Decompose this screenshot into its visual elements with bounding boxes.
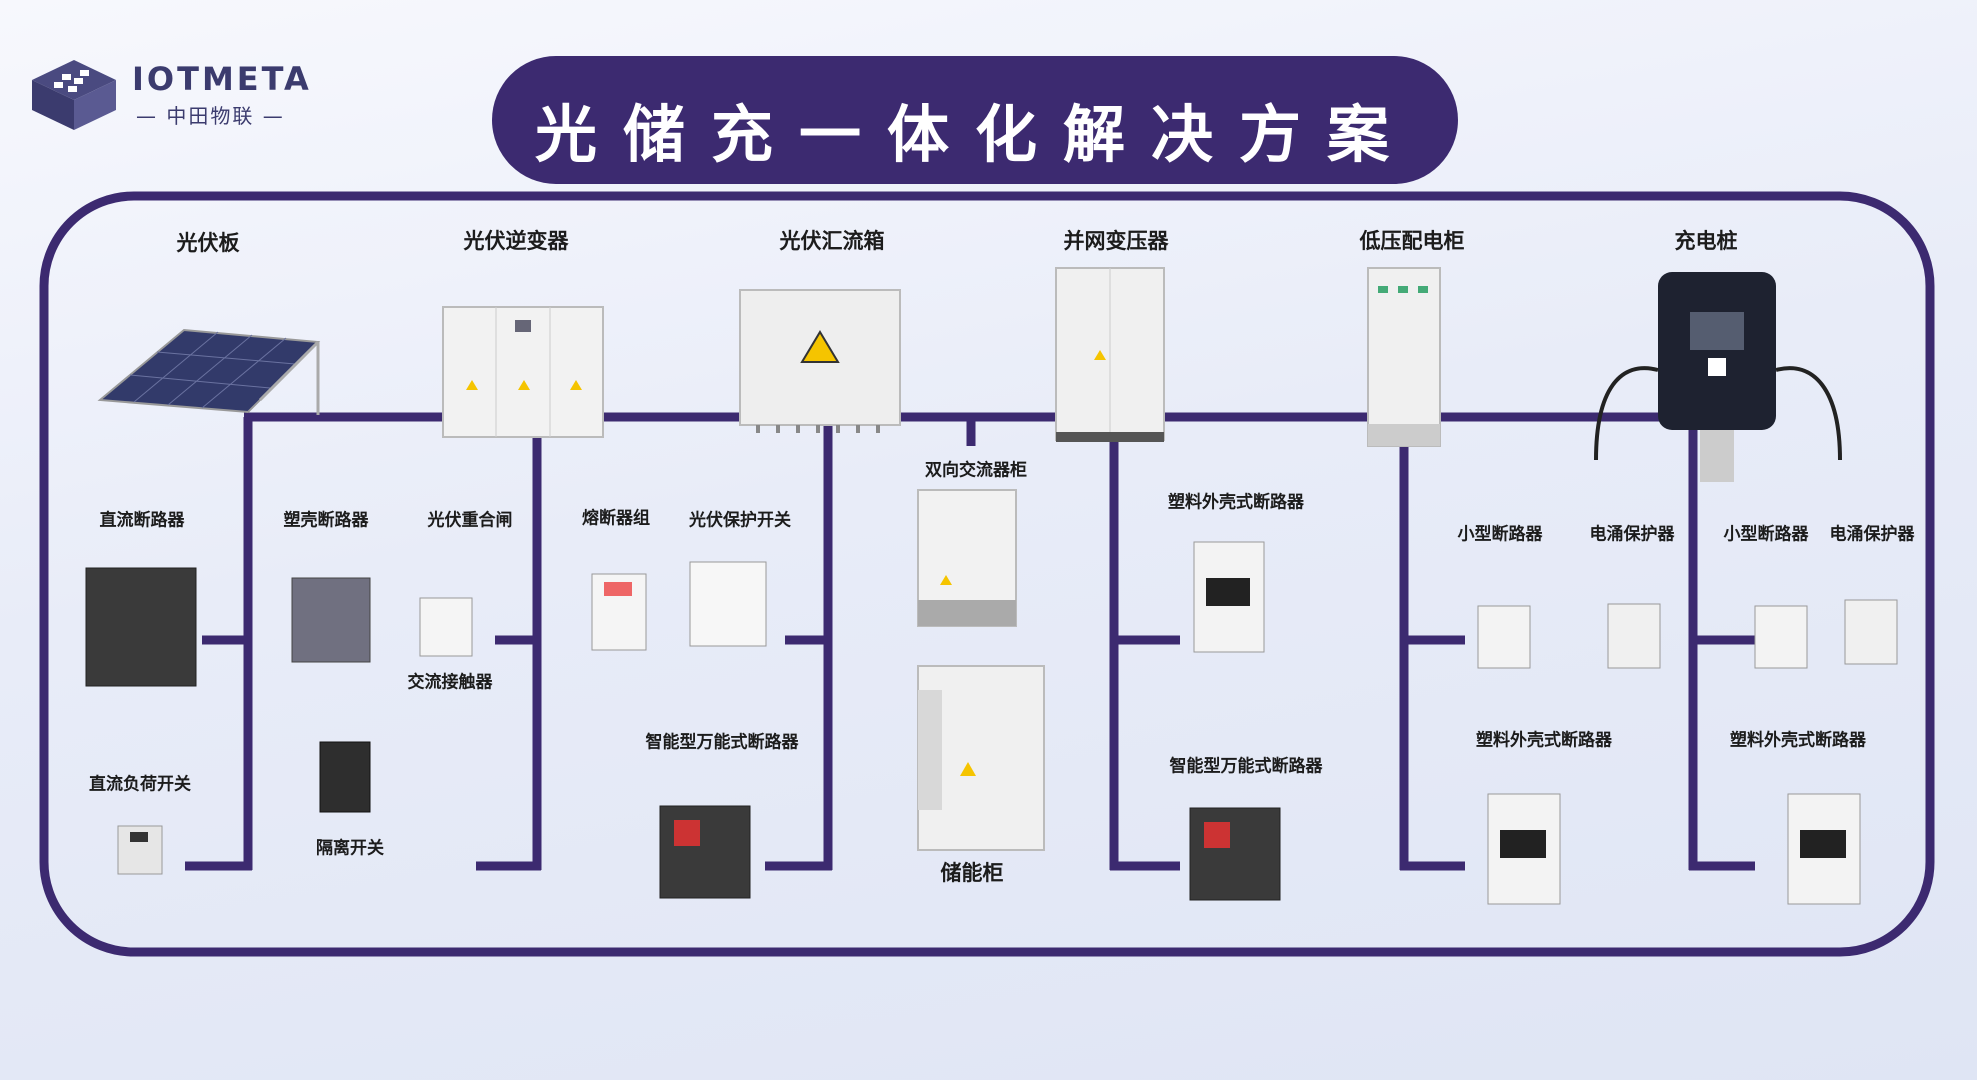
mcb-1-icon [1477,605,1531,669]
brand-subtitle: — 中田物联 — [136,104,285,128]
category-lv-cabinet: 低压配电柜 [1359,229,1465,253]
isolation-switch-icon [319,741,371,813]
category-pv-panel: 光伏板 [176,231,240,255]
page-title: 光储充一体化解决方案 [534,98,1415,171]
dc-load-switch-icon [117,825,163,875]
label-bidirectional-converter: 双向交流器柜 [925,460,1027,481]
transformer-cabinet-icon [1055,267,1165,442]
label-mcb-2: 小型断路器 [1723,524,1809,545]
category-combiner: 光伏汇流箱 [779,229,885,253]
molded-breaker-3-icon [1787,793,1861,905]
label-pv-reclose: 光伏重合闸 [427,510,513,531]
category-charger: 充电桩 [1674,229,1738,253]
smart-acb-2-icon [1189,807,1281,901]
pv-recloser-icon [419,597,473,657]
solar-panel-icon [97,328,321,415]
label-mcb-1: 小型断路器 [1457,524,1543,545]
fuse-group-icon [591,573,647,651]
ev-charger-icon [1594,272,1842,482]
label-molded-breaker-3: 塑料外壳式断路器 [1730,730,1866,751]
pv-protect-switch-icon [689,561,767,647]
mcb-2-icon [1754,605,1808,669]
category-transformer: 并网变压器 [1063,229,1169,253]
spd-1-icon [1607,603,1661,669]
label-fuse-group: 熔断器组 [582,508,650,529]
cube-logo-icon [32,60,116,130]
combiner-box-icon [739,289,901,433]
inverter-cabinet-icon [442,306,604,438]
label-isolation-switch: 隔离开关 [316,838,384,859]
label-storage-cabinet: 储能柜 [940,861,1004,885]
label-pv-protect-switch: 光伏保护开关 [689,510,791,531]
category-inverter: 光伏逆变器 [463,229,569,253]
storage-cabinet-icon [917,665,1045,851]
molded-breaker-2-icon [1487,793,1561,905]
label-molded-breaker-2: 塑料外壳式断路器 [1476,730,1612,751]
label-dc-load-switch: 直流负荷开关 [89,774,191,795]
molded-breaker-1-icon [1193,541,1265,653]
bidirectional-converter-icon [917,489,1017,627]
brand-subtitle-text: 中田物联 [166,104,255,128]
label-mccb: 塑壳断路器 [283,510,369,531]
label-smart-acb-1: 智能型万能式断路器 [645,732,799,753]
brand-logo: IOTMETA — 中田物联 — [24,52,324,132]
dc-breaker-icon [85,567,197,687]
spd-2-icon [1844,599,1898,665]
label-smart-acb-2: 智能型万能式断路器 [1169,756,1323,777]
label-spd-2: 电涌保护器 [1829,524,1915,545]
label-dc-breaker: 直流断路器 [99,510,185,531]
smart-acb-1-icon [659,805,751,899]
title-banner: 光储充一体化解决方案 [492,56,1458,184]
diagram-frame [39,191,1935,957]
brand-name: IOTMETA [132,60,312,98]
label-molded-breaker-1: 塑料外壳式断路器 [1168,492,1304,513]
label-spd-1: 电涌保护器 [1589,524,1675,545]
mccb-icon [291,577,371,663]
label-ac-contactor: 交流接触器 [407,672,493,693]
lv-cabinet-icon [1367,267,1441,447]
